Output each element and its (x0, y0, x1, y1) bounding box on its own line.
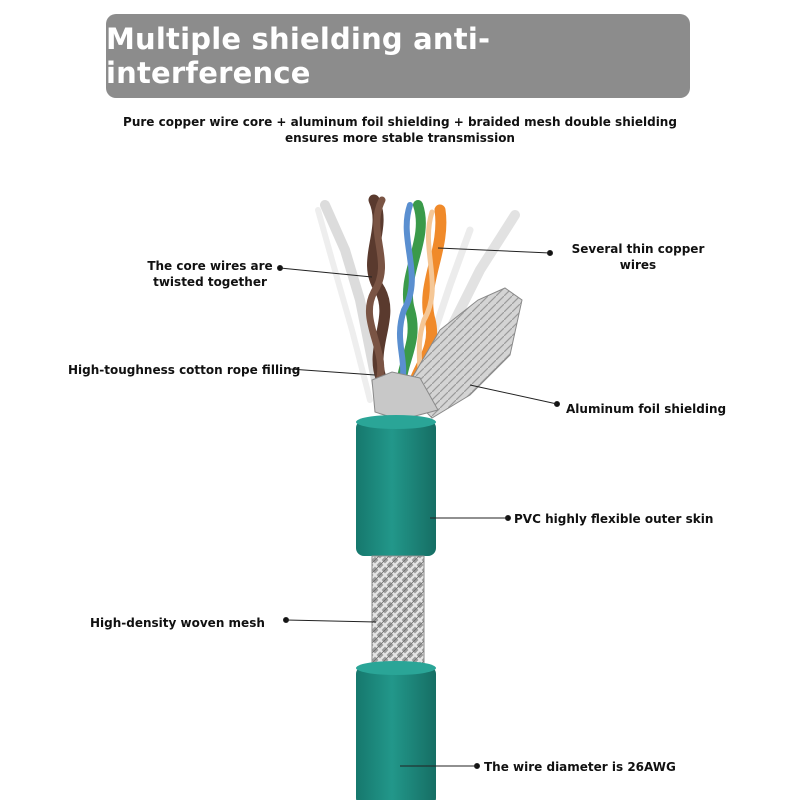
callout-line-core (279, 267, 373, 278)
pvc-jacket-upper-top (356, 415, 436, 429)
label-thin-copper: Several thin copper wires (571, 242, 705, 272)
label-cotton-filling: High-toughness cotton rope filling (68, 363, 301, 377)
pvc-jacket-upper (356, 420, 436, 556)
callout-lines (277, 247, 560, 769)
aluminum-foil-layer (371, 287, 523, 421)
pvc-jacket-lower-top (356, 661, 436, 675)
subtitle-line-2: ensures more stable transmission (285, 131, 515, 145)
subtitle: Pure copper wire core + aluminum foil sh… (0, 114, 800, 146)
title-banner: Multiple shielding anti-interference (106, 14, 690, 98)
label-foil-shielding: Aluminum foil shielding (566, 402, 727, 416)
callout-line-cotton (289, 368, 376, 376)
callout-line-foil (469, 384, 558, 405)
braided-mesh (371, 555, 425, 669)
page-title: Multiple shielding anti-interference (106, 22, 491, 90)
label-woven-mesh: High-density woven mesh (90, 616, 265, 630)
label-core-twisted: The core wires are twisted together (147, 259, 273, 289)
callout-line-copper (437, 247, 551, 254)
label-wire-diameter: The wire diameter is 26AWG (484, 760, 676, 774)
callout-line-mesh (285, 619, 377, 623)
label-pvc-skin: PVC highly flexible outer skin (514, 512, 714, 526)
pvc-jacket-lower (356, 666, 436, 800)
subtitle-line-1: Pure copper wire core + aluminum foil sh… (123, 115, 677, 129)
